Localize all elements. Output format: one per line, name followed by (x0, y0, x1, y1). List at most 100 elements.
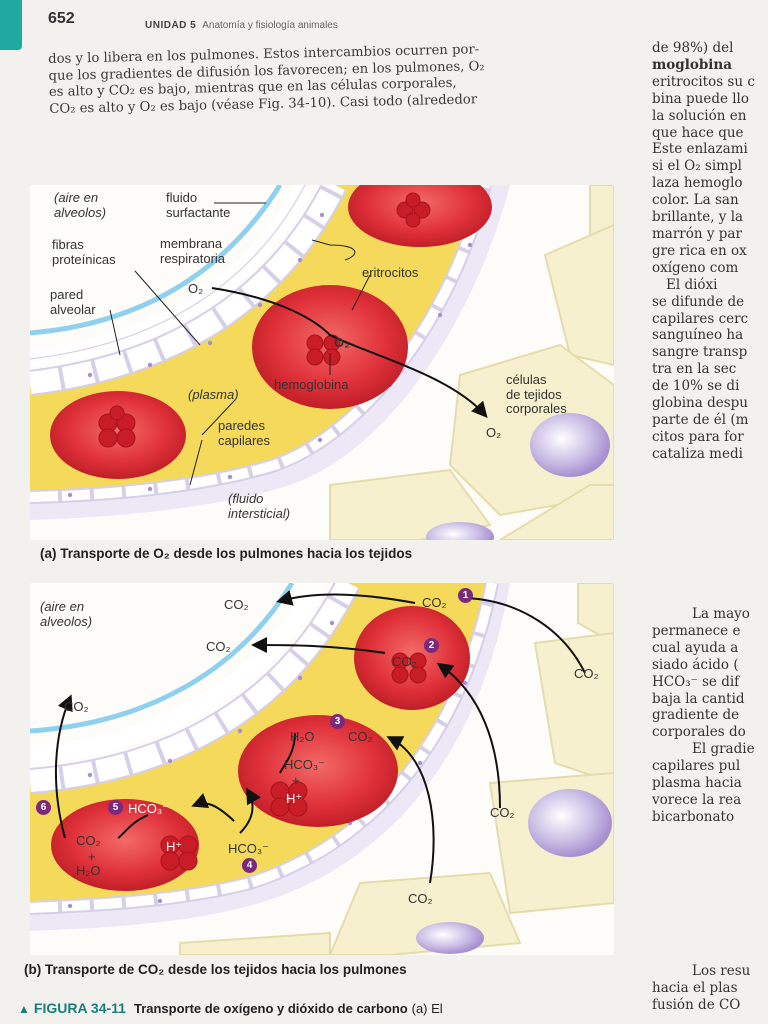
red-blood-cell (51, 799, 199, 891)
text-line: gradiente de (652, 707, 740, 724)
label-h-plus: H⁺ (286, 791, 303, 806)
tissue-nucleus (528, 789, 612, 857)
label-hco3: HCO₃⁻ (228, 841, 270, 856)
text-line: Los resu (692, 963, 751, 979)
right-column-bottom: Los resu hacia el plas fusión de CO (652, 963, 768, 1014)
step-1-badge: 1 (458, 588, 473, 603)
text-line: si el O₂ simpl (652, 158, 742, 175)
text-line: parte de él (m (652, 411, 749, 428)
chapter-color-tab (0, 0, 22, 50)
label-plasma: (plasma) (188, 387, 239, 402)
text-line: citos para for (652, 428, 744, 445)
text-line: laza hemoglo (652, 175, 743, 192)
text-line: bicarbonato (652, 808, 735, 825)
text-line: baja la cantid (652, 690, 745, 707)
step-6-badge: 6 (36, 800, 51, 815)
label-h2o: H₂O (76, 863, 101, 878)
unit-label: UNIDAD 5 (145, 20, 197, 31)
text-line: HCO₃⁻ se dif (652, 673, 740, 690)
label-o2-out: O₂ (486, 425, 502, 440)
right-column-middle: La mayo permanece e cual ayuda a siado á… (652, 606, 768, 826)
label-hco3: HCO₃⁻ (284, 757, 326, 772)
text-line: oxígeno com (652, 259, 739, 276)
label-co2: CO₂ (64, 699, 89, 714)
right-column-top: de 98%) del moglobina eritrocitos su c b… (652, 40, 768, 463)
figure-a-illustration (30, 185, 614, 540)
text-line: Este enlazami (652, 141, 748, 158)
text-line: El dióxi (666, 276, 718, 293)
text-line: sanguíneo ha (652, 327, 744, 344)
label-o2-in: O₂ (188, 281, 204, 296)
label-hemoglobin: hemoglobina (274, 377, 349, 392)
figure-title: Transporte de oxígeno y dióxido de carbo… (133, 1001, 408, 1016)
text-line: capilares pul (652, 758, 741, 775)
step-4-badge: 4 (242, 858, 257, 873)
text-line: de 10% se di (652, 378, 740, 395)
figure-b-illustration (30, 583, 614, 955)
label-h2o: H₂O (290, 729, 315, 744)
text-line: de 98%) del (652, 40, 734, 56)
text-line: La mayo (692, 606, 750, 622)
figure-b-artwork (30, 583, 614, 955)
figure-a-artwork (30, 185, 614, 540)
text-line: corporales do (652, 724, 746, 741)
text-line: fusión de CO (652, 996, 741, 1013)
label-co2: CO₂ (76, 833, 101, 848)
text-line: bina puede llo (652, 90, 750, 107)
text-line: cual ayuda a (652, 639, 739, 656)
step-3-badge: 3 (330, 714, 345, 729)
running-header: UNIDAD 5 Anatomía y fisiología animales (145, 20, 338, 31)
label-plus: + (88, 849, 96, 864)
text-line: globina despu (652, 395, 748, 412)
text-line: la solución en (652, 107, 747, 124)
text-line: color. La san (652, 192, 739, 209)
text-line: El gradie (692, 741, 755, 758)
text-line: hacia el plas (652, 979, 738, 996)
label-co2: CO₂ (422, 595, 447, 610)
text-line: eritrocitos su c (652, 73, 755, 90)
left-paragraph: dos y lo libera en los pulmones. Estos i… (48, 42, 486, 118)
label-co2: CO₂ (574, 666, 599, 681)
label-co2: CO₂ (392, 654, 417, 669)
unit-title: Anatomía y fisiología animales (202, 20, 338, 31)
text-line: marrón y par (652, 225, 742, 242)
text-line: sangre transp (652, 344, 748, 361)
label-plus: + (292, 773, 300, 788)
caption-figure-b: (b) Transporte de CO₂ desde los tejidos … (24, 962, 407, 977)
label-hco3: HCO₃⁻ (128, 801, 170, 816)
label-co2: CO₂ (206, 639, 231, 654)
text-line: siado ácido ( (652, 656, 739, 673)
text-line: se difunde de (652, 293, 745, 310)
caption-figure-a: (a) Transporte de O₂ desde los pulmones … (40, 546, 413, 561)
label-o2-bound: O₂ (334, 335, 350, 350)
label-co2: CO₂ (490, 805, 515, 820)
text-line: vorece la rea (652, 791, 742, 808)
text-line: tra en la sec (652, 361, 737, 378)
step-2-badge: 2 (424, 638, 439, 653)
text-line: brillante, y la (652, 209, 744, 226)
label-co2: CO₂ (408, 891, 433, 906)
label-h-plus: H⁺ (166, 839, 183, 854)
label-co2: CO₂ (224, 597, 249, 612)
text-line: gre rica en ox (652, 242, 747, 259)
step-5-badge: 5 (108, 800, 123, 815)
text-line: capilares cerc (652, 310, 749, 327)
text-line: cataliza medi (652, 445, 743, 462)
label-erythrocytes: eritrocitos (362, 265, 419, 280)
figure-number: FIGURA 34-11 (33, 1000, 126, 1016)
text-line: permanece e (652, 622, 741, 639)
text-line: moglobina (652, 56, 732, 73)
page-number: 652 (48, 10, 75, 27)
text-line: que hace que (652, 124, 744, 141)
tissue-nucleus (530, 413, 610, 477)
